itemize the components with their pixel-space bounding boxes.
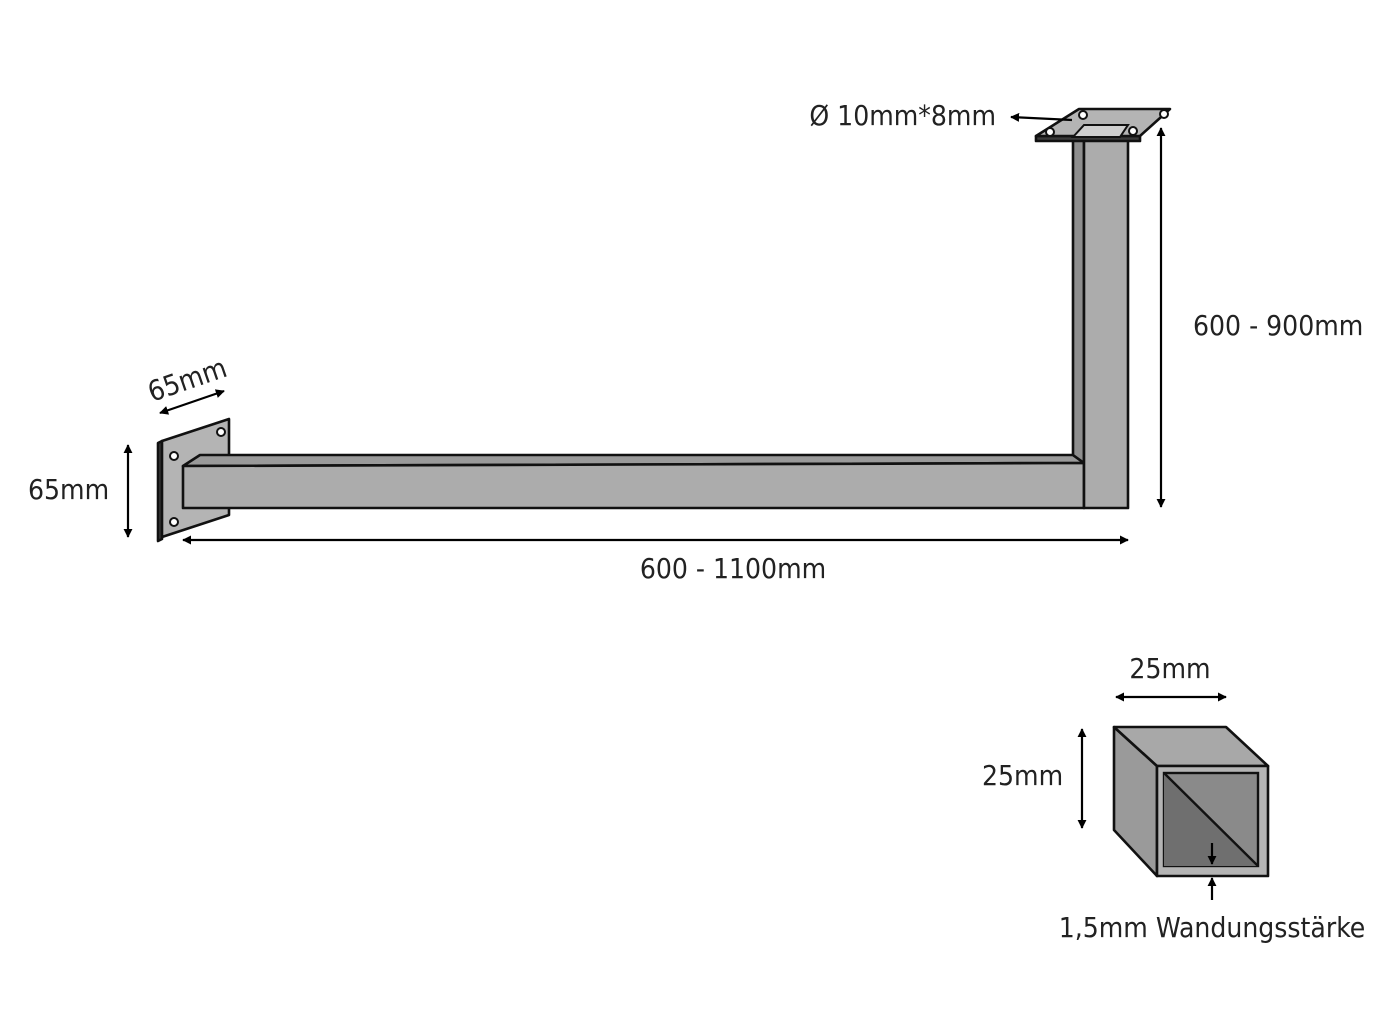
plate-hole: [169, 517, 179, 527]
profile-height-label: 25mm: [982, 759, 1063, 792]
profile-inner-edge: [1163, 772, 1259, 867]
top-plate-post-opening: [1070, 124, 1130, 138]
plate-hole: [169, 451, 179, 461]
plate-width-label: 65mm: [144, 351, 231, 409]
length-range-label: 600 - 1100mm: [640, 552, 826, 585]
plate-height-label: 65mm: [28, 473, 109, 506]
mounting-hole-label: Ø 10mm*8mm: [809, 99, 996, 132]
plate-hole: [1128, 126, 1138, 136]
top-plate: [1034, 107, 1172, 143]
height-range-label: 600 - 900mm: [1193, 309, 1363, 342]
plate-hole: [216, 427, 226, 437]
profile-width-label: 25mm: [1129, 652, 1210, 685]
plate-hole: [1045, 127, 1055, 137]
vertical-post-side: [1071, 123, 1086, 465]
vertical-post-front: [1082, 123, 1130, 510]
plate-hole: [1078, 110, 1088, 120]
plate-hole: [1159, 109, 1169, 119]
horizontal-arm-front: [181, 461, 1086, 510]
mounting-hole-pointer-arrow: [1010, 112, 1073, 122]
horizontal-arm: [181, 453, 1086, 510]
vertical-post: [1071, 123, 1130, 510]
plate-width-dimension-arrow: [159, 389, 225, 415]
wall-thickness-label: 1,5mm Wandungsstärke: [1059, 911, 1366, 944]
profile-cross-section: [1112, 725, 1270, 878]
